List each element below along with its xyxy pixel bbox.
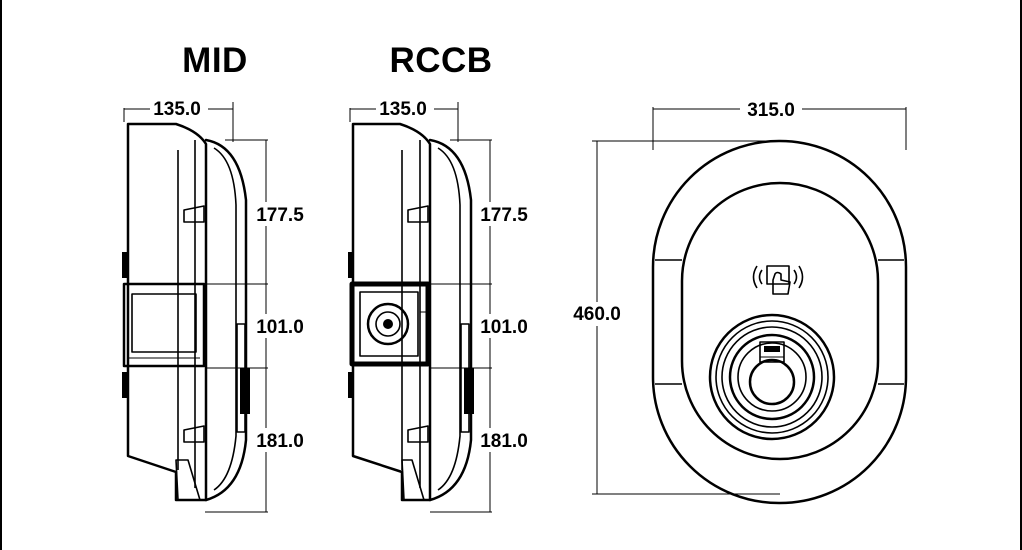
rccb-hook-bottom (407, 425, 429, 443)
mid-side-view: MID 135.0 (122, 41, 308, 513)
socket-inner-face (737, 342, 807, 412)
mid-seg3-bg (252, 428, 308, 452)
socket-outer-ring (708, 313, 836, 441)
front-outer-shell (651, 139, 908, 505)
socket-ring-3 (721, 326, 823, 428)
sheet-border-right (1020, 0, 1022, 550)
rccb-housing-back (351, 122, 432, 502)
rccb-seg2-bg (476, 314, 532, 338)
type2-socket-icon (708, 313, 836, 441)
rccb-cable-gland (401, 459, 425, 501)
rccb-bump-lower (348, 372, 354, 398)
rccb-socket-ring (464, 368, 474, 414)
mid-hook-bottom (183, 425, 205, 443)
rccb-seg3-label: 181.0 (480, 431, 528, 452)
mid-front-cover-inner (213, 147, 237, 491)
rccb-depth-label-bg (376, 98, 434, 118)
front-width-label: 315.0 (747, 100, 795, 121)
socket-ring-2 (715, 320, 829, 434)
rccb-seg3-bg (476, 428, 532, 452)
mid-hook-top (183, 205, 205, 223)
rccb-bump-upper (348, 252, 354, 278)
rccb-seg1-label: 177.5 (480, 205, 528, 226)
mid-seg1-bg (252, 202, 308, 226)
rccb-lock-plate (359, 291, 419, 357)
mid-title: MID (182, 41, 248, 80)
socket-ring-4 (728, 333, 816, 421)
mid-socket-ring (240, 368, 250, 414)
rccb-hook-top (407, 205, 429, 223)
front-height-label: 460.0 (573, 304, 621, 325)
mid-housing-back (126, 122, 208, 502)
rccb-title: RCCB (389, 41, 492, 80)
mid-seg2-bg (252, 314, 308, 338)
mid-seg3-label: 181.0 (256, 431, 304, 452)
mid-seg2-label: 101.0 (256, 317, 304, 338)
mid-meter-housing (122, 282, 206, 368)
front-width-label-bg (740, 98, 802, 120)
rccb-lock-keyhole (383, 319, 393, 329)
socket-latch (759, 341, 785, 363)
front-height-label-bg (572, 302, 622, 326)
mid-cable-gland (175, 459, 201, 501)
rccb-seg1-bg (476, 202, 532, 226)
socket-latch-slot (764, 346, 780, 352)
sheet-border-left (0, 0, 2, 550)
mid-front-cover-outer (204, 138, 248, 502)
rccb-lock-ring-inner (375, 311, 401, 337)
mid-seg1-label: 177.5 (256, 205, 304, 226)
front-view: 315.0 460.0 (572, 98, 908, 505)
rccb-seg2-label: 101.0 (480, 317, 528, 338)
rccb-front-cover-outer (428, 138, 473, 502)
socket-pin-cavity (748, 358, 796, 406)
mid-bump-upper (122, 252, 128, 278)
mid-meter-display (131, 293, 197, 353)
rccb-front-cover-inner (437, 147, 461, 491)
rccb-lock-housing (349, 281, 431, 367)
rccb-depth-label: 135.0 (379, 99, 427, 120)
rccb-side-view: RCCB 135.0 (348, 41, 532, 513)
front-inner-face (680, 181, 880, 461)
rfid-card-icon (752, 265, 804, 295)
rccb-lock-ring-outer (366, 302, 410, 346)
mid-depth-label-bg (150, 98, 208, 118)
mid-depth-label: 135.0 (153, 99, 201, 120)
mid-bump-lower (122, 372, 128, 398)
